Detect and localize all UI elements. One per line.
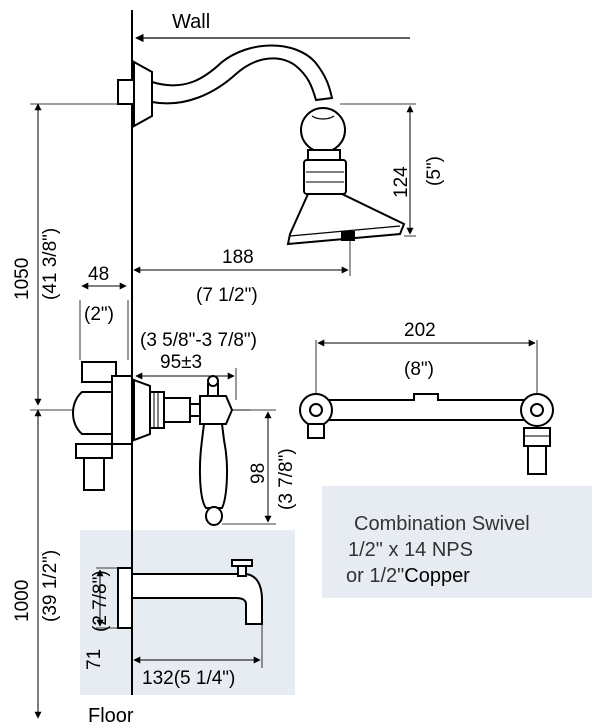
callout-line-2: 1/2" x 14 NPS xyxy=(348,539,473,561)
valve-body xyxy=(72,391,117,435)
callout-line-1: Combination Swivel xyxy=(354,513,530,535)
total-height-in: (41 3/8") xyxy=(40,228,61,300)
trim-collar xyxy=(149,391,165,429)
swivel-right-bore xyxy=(530,403,544,417)
valve-top-port xyxy=(81,361,117,383)
valve-depth-mm: 95±3 xyxy=(160,352,202,373)
handle-height-mm: 98 xyxy=(248,463,269,484)
swivel-left-bore xyxy=(309,403,323,417)
arm-reach-mm: 188 xyxy=(222,247,254,268)
shower-head-body xyxy=(286,193,406,246)
head-drop-in: (5") xyxy=(424,156,445,186)
arm-reach-in: (7 1/2") xyxy=(196,285,258,306)
handle-button xyxy=(207,375,219,387)
handle-tip xyxy=(205,506,223,526)
spout-height-mm: 71 xyxy=(84,649,105,670)
ball-highlight xyxy=(311,115,335,120)
head-nozzle xyxy=(341,231,355,241)
swivel-width-mm: 202 xyxy=(404,320,436,341)
swivel-collar xyxy=(303,159,347,195)
swivel-pipe xyxy=(325,393,529,421)
tub-spout xyxy=(117,559,263,629)
shower-arm xyxy=(151,44,334,105)
valve-bottom-port xyxy=(83,457,105,491)
wall-label: Wall xyxy=(172,11,210,33)
swivel-assembly xyxy=(299,393,554,475)
valve-depth-range: (3 5/8"-3 7/8") xyxy=(140,330,257,351)
neck-ring xyxy=(307,149,341,161)
wall-offset-in: (2") xyxy=(84,304,114,325)
arm-flange xyxy=(133,60,153,128)
escutcheon xyxy=(133,378,151,442)
trim-sleeve xyxy=(163,397,191,423)
spout-height-in: (2 7/8") xyxy=(90,570,111,632)
swivel-left-stub xyxy=(307,423,325,439)
total-height-mm: 1050 xyxy=(12,258,33,300)
swivel-right-stub xyxy=(527,445,547,475)
swivel-width-in: (8") xyxy=(404,359,434,380)
spout-body xyxy=(131,573,263,625)
shower-arm-assembly xyxy=(117,44,406,246)
valve-height-in: (39 1/2") xyxy=(40,550,61,622)
callout-shade-panel xyxy=(322,486,592,598)
handle-hub xyxy=(199,395,234,425)
wall-offset-mm: 48 xyxy=(88,264,109,285)
handle-height-in: (3 7/8") xyxy=(276,448,297,510)
ball-joint xyxy=(300,107,346,153)
handle-lever xyxy=(198,423,229,509)
spout-flange xyxy=(117,567,133,629)
valve-height-mm: 1000 xyxy=(12,580,33,622)
callout-line-3: or 1/2"Copper xyxy=(346,565,470,587)
floor-label: Floor xyxy=(88,705,134,727)
spout-length: 132(5 1/4") xyxy=(142,668,235,689)
head-drop-mm: 124 xyxy=(391,166,412,198)
valve-assembly xyxy=(72,361,234,526)
handle-stem xyxy=(189,403,201,417)
wall-nipple xyxy=(117,79,135,105)
callout-line-3-prefix: or 1/2" xyxy=(346,565,404,587)
diverter-stem xyxy=(237,565,247,577)
callout-emphasis: Copper xyxy=(404,565,470,587)
valve-bottom-nut xyxy=(75,443,113,459)
diverter-knob xyxy=(231,559,253,567)
valve-cartridge xyxy=(111,375,133,445)
swivel-right-nut xyxy=(523,427,551,447)
